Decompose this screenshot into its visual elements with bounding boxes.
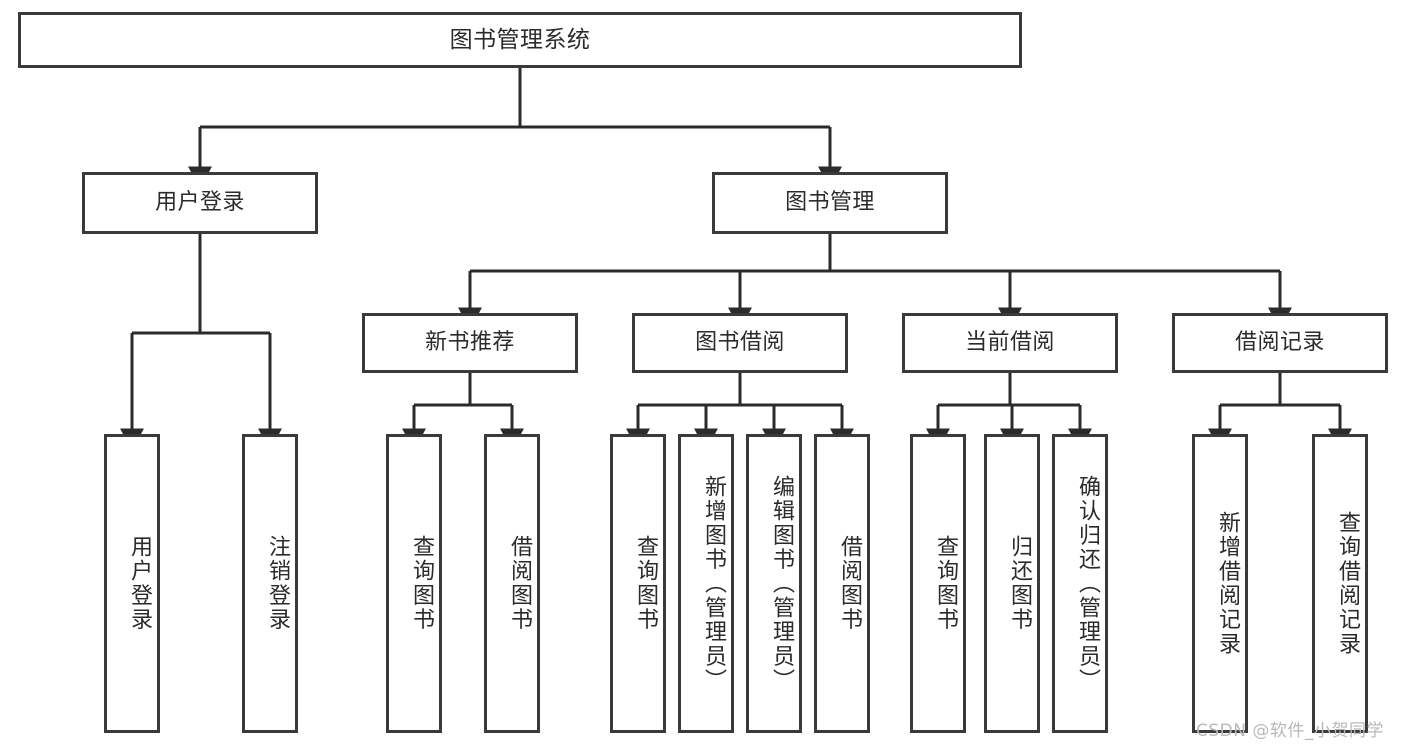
node-leaf-query-book-current[interactable]: 查询图书 — [910, 434, 966, 733]
node-borrow-record-label: 借阅记录 — [1235, 330, 1325, 356]
node-root-图书管理系统[interactable]: 图书管理系统 — [18, 12, 1022, 68]
node-leaf-borrow-book-label: 借阅图书 — [837, 535, 862, 632]
connector-group — [120, 68, 1352, 451]
node-leaf-user-login-label: 用户登录 — [127, 535, 152, 632]
node-new-book-recommend[interactable]: 新书推荐 — [362, 313, 578, 373]
node-leaf-query-borrow-record[interactable]: 查询借阅记录 — [1312, 434, 1368, 733]
node-current-borrow-label: 当前借阅 — [965, 330, 1055, 356]
node-user-login[interactable]: 用户登录 — [82, 172, 318, 234]
node-book-management-label: 图书管理 — [785, 190, 875, 216]
node-leaf-edit-book[interactable]: 编辑图书（管理员） — [746, 434, 802, 733]
node-current-borrow[interactable]: 当前借阅 — [902, 313, 1118, 373]
node-borrow-record[interactable]: 借阅记录 — [1172, 313, 1388, 373]
node-leaf-query-book-current-label: 查询图书 — [933, 535, 958, 632]
node-user-login-label: 用户登录 — [155, 190, 245, 216]
node-leaf-user-login[interactable]: 用户登录 — [104, 434, 160, 733]
node-book-management[interactable]: 图书管理 — [712, 172, 948, 234]
node-leaf-confirm-return[interactable]: 确认归还（管理员） — [1052, 434, 1108, 733]
node-leaf-add-borrow-record[interactable]: 新增借阅记录 — [1192, 434, 1248, 733]
node-leaf-query-book-rec-label: 查询图书 — [409, 535, 434, 632]
node-book-borrow-label: 图书借阅 — [695, 330, 785, 356]
node-leaf-logout[interactable]: 注销登录 — [242, 434, 298, 733]
node-leaf-borrow-book[interactable]: 借阅图书 — [814, 434, 870, 733]
watermark: CSDN @软件_小贺同学 — [1196, 721, 1385, 741]
node-leaf-query-book-borrow[interactable]: 查询图书 — [610, 434, 666, 733]
node-leaf-return-book-label: 归还图书 — [1007, 535, 1032, 632]
node-leaf-return-book[interactable]: 归还图书 — [984, 434, 1040, 733]
node-new-book-recommend-label: 新书推荐 — [425, 330, 515, 356]
node-leaf-borrow-book-rec[interactable]: 借阅图书 — [484, 434, 540, 733]
node-leaf-borrow-book-rec-label: 借阅图书 — [507, 535, 532, 632]
node-leaf-add-book-label: 新增图书（管理员） — [701, 474, 726, 693]
node-leaf-edit-book-label: 编辑图书（管理员） — [769, 474, 794, 693]
node-root-图书管理系统-label: 图书管理系统 — [449, 26, 591, 53]
node-leaf-query-book-borrow-label: 查询图书 — [633, 535, 658, 632]
node-leaf-query-borrow-record-label: 查询借阅记录 — [1335, 510, 1360, 657]
node-leaf-query-book-rec[interactable]: 查询图书 — [386, 434, 442, 733]
node-leaf-logout-label: 注销登录 — [265, 535, 290, 632]
node-leaf-add-borrow-record-label: 新增借阅记录 — [1215, 510, 1240, 657]
node-leaf-confirm-return-label: 确认归还（管理员） — [1075, 474, 1100, 693]
node-book-borrow[interactable]: 图书借阅 — [632, 313, 848, 373]
node-leaf-add-book[interactable]: 新增图书（管理员） — [678, 434, 734, 733]
